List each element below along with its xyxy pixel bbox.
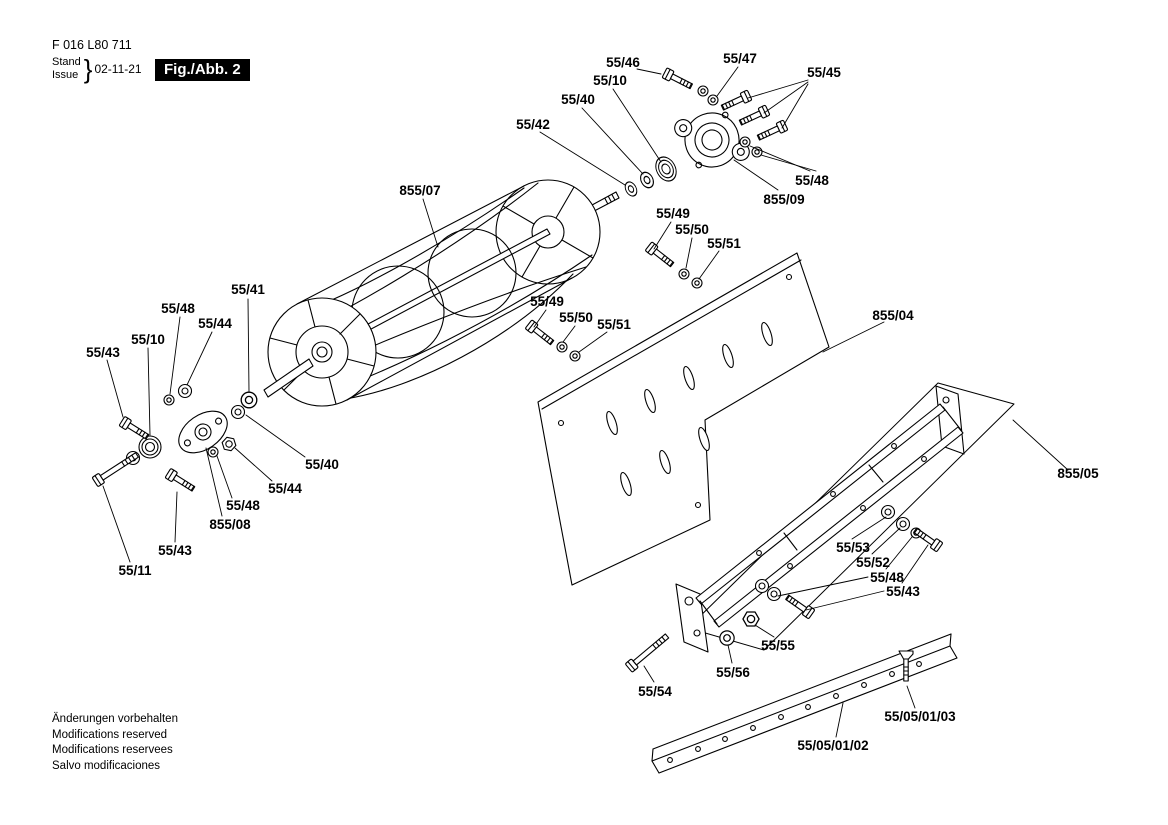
bolt-part — [644, 241, 677, 270]
part-label: 55/48 — [161, 301, 195, 316]
part-label: 55/10 — [593, 73, 627, 88]
part-label: 55/50 — [675, 222, 709, 237]
washer-part — [691, 277, 703, 289]
deflector-plate-855-04 — [537, 252, 830, 586]
washer-part — [240, 391, 258, 409]
part-label: 855/04 — [872, 308, 914, 323]
washer-part — [739, 136, 751, 148]
washer-part — [556, 341, 568, 353]
document-number: F 016 L80 711 — [52, 38, 132, 52]
part-label: 55/47 — [723, 51, 757, 66]
part-label: 55/44 — [198, 316, 232, 331]
part-label: 55/51 — [707, 236, 741, 251]
bolt-part — [719, 89, 753, 114]
bolt-part — [118, 415, 151, 443]
bearing-part — [651, 152, 681, 186]
bolt-part — [661, 67, 695, 92]
part-label: 55/43 — [886, 584, 920, 599]
part-label: 55/49 — [656, 206, 690, 221]
plate-screw-set-b — [524, 319, 581, 362]
leader-lines — [102, 66, 1069, 738]
washer-part — [697, 85, 709, 97]
bolt-part — [91, 449, 141, 488]
legal-line-es: Salvo modificaciones — [52, 759, 161, 772]
part-label: 855/07 — [399, 183, 440, 198]
washer-part — [678, 268, 690, 280]
bolt-part — [624, 631, 672, 673]
part-label: 55/45 — [807, 65, 841, 80]
bolt-part — [911, 525, 944, 553]
part-label: 55/54 — [638, 684, 672, 699]
part-label: 55/46 — [606, 55, 640, 70]
nut-part — [220, 436, 238, 452]
part-label: 55/11 — [118, 563, 152, 578]
part-label: 855/08 — [209, 517, 251, 532]
part-label: 55/05/01/02 — [797, 738, 868, 753]
part-label: 55/56 — [716, 665, 750, 680]
bolt-part — [164, 467, 197, 495]
brace-glyph: } — [83, 54, 93, 85]
part-label: 55/43 — [158, 543, 192, 558]
stand-label: Stand — [52, 56, 81, 68]
legal-line-en: Modifications reserved — [52, 728, 168, 741]
part-label: 55/52 — [856, 555, 890, 570]
reel-cylinder-855-07 — [263, 179, 620, 407]
washer-part — [719, 630, 735, 646]
issue-label: Issue — [52, 69, 79, 82]
part-label: 55/40 — [561, 92, 595, 107]
washer-part — [207, 446, 219, 458]
part-label: 55/43 — [86, 345, 120, 360]
washer-part — [569, 350, 581, 362]
washer-part — [766, 586, 782, 602]
washer-part — [637, 169, 657, 191]
part-label: 55/44 — [268, 481, 302, 496]
washer-part — [880, 504, 896, 520]
washer-part — [163, 394, 175, 406]
washer-part — [754, 578, 770, 594]
washer-part — [622, 179, 640, 199]
legal-notice: Änderungen vorbehalten Modifications res… — [52, 712, 178, 774]
bolt-part — [737, 104, 771, 129]
washer-part — [230, 404, 246, 420]
part-label: 55/42 — [516, 117, 550, 132]
part-label: 55/10 — [131, 332, 165, 347]
bearing-flange-855-08 — [178, 410, 228, 454]
stand-issue-block: Stand Issue } 02-11-21 — [52, 56, 142, 82]
part-label: 855/05 — [1057, 466, 1099, 481]
figure-label: Fig./Abb. 2 — [155, 59, 250, 81]
part-label: 55/49 — [530, 294, 564, 309]
legal-line-fr: Modifications reservees — [52, 744, 173, 757]
bearing-flange-855-09 — [674, 111, 750, 169]
part-label: 55/51 — [597, 317, 631, 332]
part-label: 55/53 — [836, 540, 870, 555]
part-label: 55/48 — [226, 498, 260, 513]
part-label: 55/55 — [761, 638, 795, 653]
part-label: 855/09 — [763, 192, 804, 207]
part-label: 55/48 — [870, 570, 904, 585]
left-bearing-cluster — [91, 383, 258, 495]
shaft-washers-top — [622, 152, 681, 199]
bolt-part — [755, 119, 789, 144]
washer-part — [177, 383, 193, 399]
frame-reference-outline — [687, 382, 1015, 651]
bearing-part — [138, 435, 162, 459]
nut-part — [742, 611, 760, 627]
part-label: 55/05/01/03 — [884, 709, 956, 724]
part-label: 55/40 — [305, 457, 339, 472]
labels-layer: 55/46 55/47 55/45 55/10 55/40 55/42 855/07 55/4… — [86, 51, 1099, 753]
bolt-part — [524, 319, 557, 348]
washer-part — [707, 94, 719, 106]
issue-date: 02-11-21 — [94, 62, 142, 77]
legal-line-de: Änderungen vorbehalten — [52, 713, 178, 725]
washer-part — [895, 516, 911, 532]
frame-assembly-855-05 — [675, 385, 965, 653]
part-label: 55/41 — [231, 282, 265, 297]
part-label: 55/50 — [559, 310, 593, 325]
part-label: 55/48 — [795, 173, 829, 188]
